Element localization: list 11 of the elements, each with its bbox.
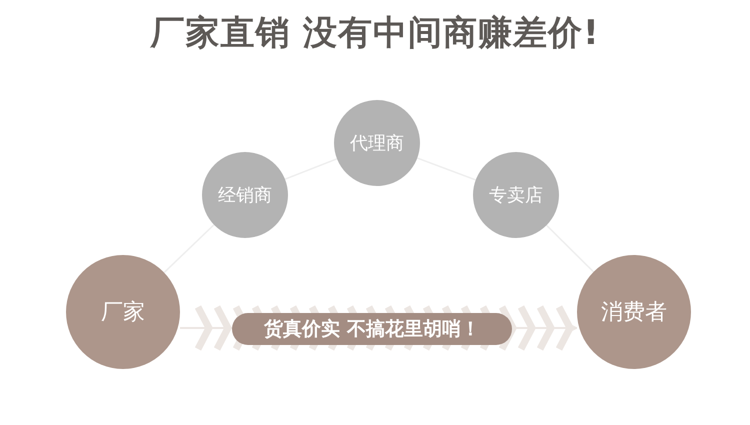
circle-node: 厂家 bbox=[66, 255, 180, 369]
circle-node: 消费者 bbox=[577, 255, 691, 369]
circle-node: 经销商 bbox=[202, 152, 288, 238]
connector-line bbox=[417, 157, 476, 181]
circle-node: 代理商 bbox=[334, 100, 420, 186]
connector-line bbox=[284, 158, 338, 180]
circle-node: 专卖店 bbox=[473, 152, 559, 238]
connector-line bbox=[164, 224, 214, 274]
connector-line bbox=[546, 224, 594, 272]
edge-label: 货真价实 不搞花里胡哨！ bbox=[232, 313, 512, 345]
title: 厂家直销 没有中间商赚差价! bbox=[150, 13, 600, 53]
